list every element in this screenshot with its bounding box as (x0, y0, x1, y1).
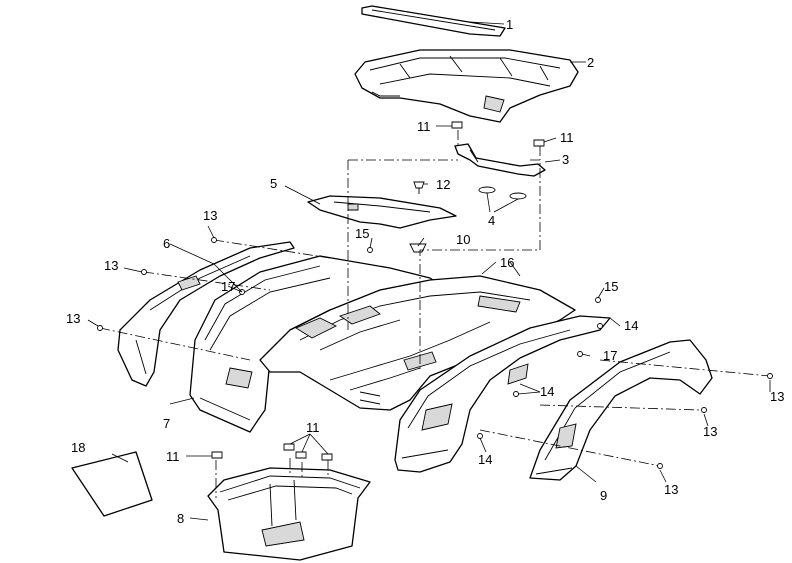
part-7-left-side-fender (189, 255, 446, 433)
callout-17-left: 17 (221, 279, 235, 294)
part-3-mounting-bracket (454, 143, 546, 177)
leader-lines (87, 21, 771, 521)
part-2-rear-rack-cover (354, 49, 579, 123)
callout-7: 7 (163, 416, 170, 431)
callout-14-upper: 14 (624, 318, 638, 333)
callout-15-right: 15 (604, 279, 618, 294)
callout-8: 8 (177, 511, 184, 526)
part-12-push-rivet (413, 181, 425, 194)
callout-10: 10 (456, 232, 470, 247)
callout-4: 4 (488, 213, 495, 228)
callout-9: 9 (600, 488, 607, 503)
part-6-left-fender-flare (117, 241, 295, 387)
callout-13-right-low: 13 (664, 482, 678, 497)
callout-14-mid: 14 (540, 384, 554, 399)
part-18-decal (71, 451, 153, 517)
callout-13-left-low: 13 (66, 311, 80, 326)
callout-17-right: 17 (603, 348, 617, 363)
part-9-right-fender-flare (529, 339, 713, 481)
callout-3: 3 (562, 152, 569, 167)
callout-16: 16 (500, 255, 514, 270)
part-8-storage-box (207, 467, 371, 561)
right-side-fender-inner (394, 315, 611, 473)
callout-13-left-top: 13 (203, 208, 217, 223)
callout-2: 2 (587, 55, 594, 70)
fasteners (97, 121, 773, 469)
callout-11-bracket-right: 11 (560, 130, 574, 145)
part-5-center-panel (307, 195, 457, 229)
callout-13-right-top: 13 (770, 389, 784, 404)
assembly-lines (99, 130, 771, 498)
callouts: 1 2 3 4 5 6 7 8 9 10 11 11 11 11 12 13 1… (66, 17, 784, 526)
callout-13-right-mid: 13 (703, 424, 717, 439)
part-1-trim-strip (361, 5, 506, 37)
callout-11-box-left: 11 (166, 449, 180, 464)
callout-5: 5 (270, 176, 277, 191)
callout-13-left-mid: 13 (104, 258, 118, 273)
callout-14-low: 14 (478, 452, 492, 467)
callout-6: 6 (163, 236, 170, 251)
callout-1: 1 (506, 17, 513, 32)
callout-12: 12 (436, 177, 450, 192)
callout-15-left: 15 (355, 226, 369, 241)
callout-11-bracket-left: 11 (417, 119, 431, 134)
part-10-nut (409, 243, 427, 253)
callout-18: 18 (71, 440, 85, 455)
callout-11-box-top: 11 (306, 420, 320, 435)
part-4-washers (478, 186, 527, 200)
